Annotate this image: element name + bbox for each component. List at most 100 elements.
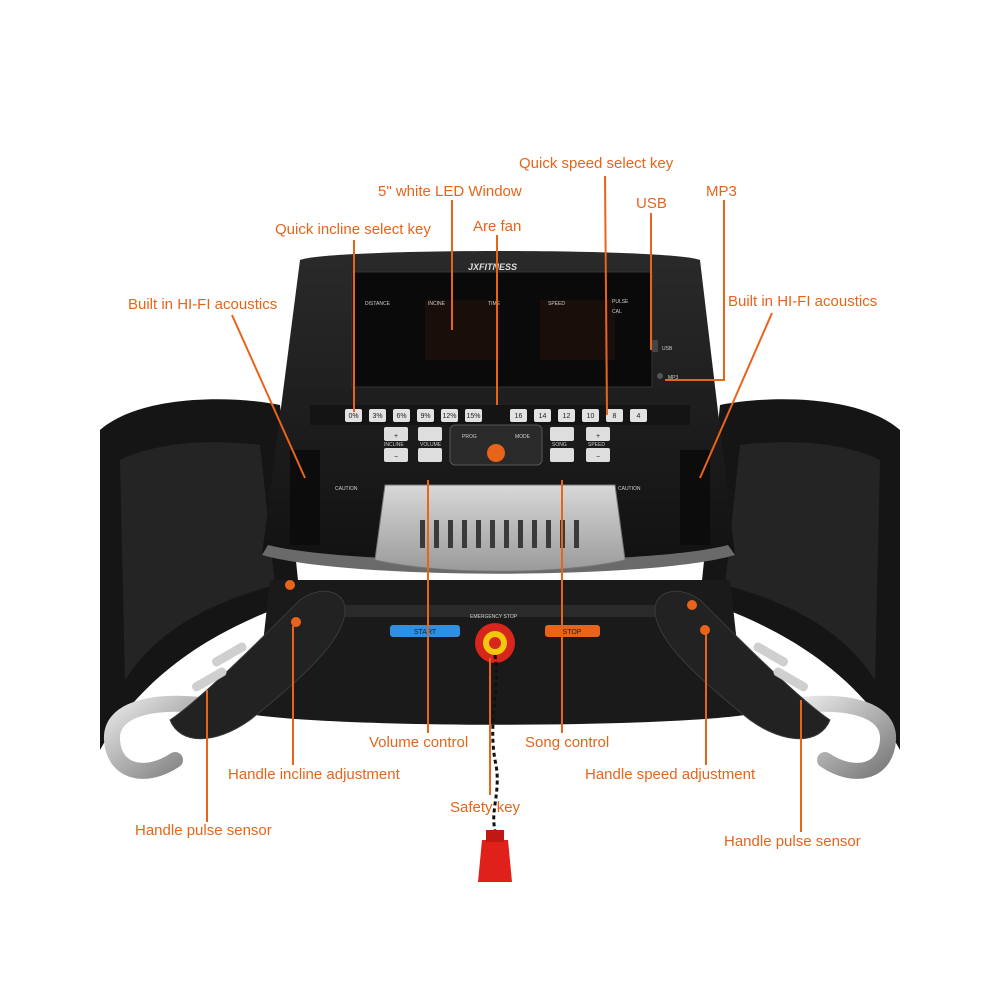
incline-key-3-label: 9% xyxy=(420,413,430,420)
incline-down-button xyxy=(384,448,408,462)
play-pause-button xyxy=(487,444,505,462)
callout-safety-key: Safety key xyxy=(450,799,521,816)
display-label-pulse: PULSE xyxy=(612,299,629,305)
callout-handle-incline: Handle incline adjustment xyxy=(228,766,400,783)
incline-key-2-label: 6% xyxy=(396,413,406,420)
display-label-incline: INCINE xyxy=(428,301,446,307)
speed-key-4[interactable] xyxy=(606,409,623,422)
right-speed-up-button xyxy=(687,600,697,610)
stop-button xyxy=(545,625,600,637)
fan-slot xyxy=(546,520,551,548)
speed-up-button xyxy=(586,427,610,441)
volume-down-button xyxy=(418,448,442,462)
incline-key-5[interactable] xyxy=(465,409,482,422)
safety-key-clip xyxy=(478,840,512,882)
right-pulse-sensor-upper xyxy=(773,667,808,692)
fan-slot xyxy=(448,520,453,548)
speed-key-4-label: 8 xyxy=(613,413,617,420)
fan-slot xyxy=(504,520,509,548)
right-handle-loop xyxy=(792,695,896,779)
song-control-group: SONG xyxy=(550,427,574,462)
speed-key-2-label: 12 xyxy=(563,413,571,420)
fan-grille xyxy=(374,484,626,572)
left-speaker-grille xyxy=(290,450,320,545)
svg-text:STOP: STOP xyxy=(563,629,582,636)
svg-text:INCLINE: INCLINE xyxy=(384,442,404,448)
left-handle-grip xyxy=(169,590,346,740)
left-pulse-sensor-upper xyxy=(192,667,227,692)
incline-key-5-label: 15% xyxy=(466,413,480,420)
incline-key-0[interactable] xyxy=(345,409,362,422)
fan-slot xyxy=(574,520,579,548)
speed-down-button xyxy=(586,448,610,462)
start-button xyxy=(390,625,460,637)
left-incline-down-button xyxy=(291,617,301,627)
speed-key-5[interactable] xyxy=(630,409,647,422)
callout-handle-speed: Handle speed adjustment xyxy=(585,766,756,783)
callout-are-fan: Are fan xyxy=(473,218,522,235)
callout-volume-control: Volume control xyxy=(369,734,469,751)
callout-hifi-left: Built in HI-FI acoustics xyxy=(128,296,278,313)
safety-key-cord xyxy=(491,654,499,831)
callout-led-window: 5" white LED Window xyxy=(378,183,522,200)
speed-key-3[interactable] xyxy=(582,409,599,422)
callout-pulse-left: Handle pulse sensor xyxy=(135,822,272,839)
speed-key-1[interactable] xyxy=(534,409,551,422)
fan-slot xyxy=(490,520,495,548)
callout-usb: USB xyxy=(636,195,667,212)
callout-song-control: Song control xyxy=(525,734,610,751)
left-incline-up-button xyxy=(285,580,295,590)
speed-key-0[interactable] xyxy=(510,409,527,422)
fan-slot xyxy=(434,520,439,548)
left-pulse-sensor-lower xyxy=(212,642,247,667)
speed-key-5-label: 4 xyxy=(637,413,641,420)
incline-key-1-label: 3% xyxy=(372,413,382,420)
svg-text:−: − xyxy=(394,454,398,461)
svg-text:USB: USB xyxy=(662,346,673,352)
fan-slot xyxy=(462,520,467,548)
svg-text:SONG: SONG xyxy=(552,442,567,448)
right-pulse-sensor-lower xyxy=(753,642,788,667)
brand-logo: JXFITNESS xyxy=(468,262,517,272)
fan-slot xyxy=(476,520,481,548)
song-next-button xyxy=(550,427,574,441)
svg-text:MODE: MODE xyxy=(515,434,531,440)
callout-leader-lines xyxy=(206,175,802,832)
svg-text:START: START xyxy=(414,629,437,636)
dot-matrix-area xyxy=(425,300,500,360)
prog-mode-group: PROG MODE xyxy=(449,424,543,466)
caution-left: CAUTION xyxy=(335,486,358,492)
caution-right: CAUTION xyxy=(618,486,641,492)
volume-control-group: VOLUME xyxy=(418,427,442,462)
speed-key-2[interactable] xyxy=(558,409,575,422)
incline-key-0-label: 0% xyxy=(348,413,358,420)
callout-quick-incline: Quick incline select key xyxy=(275,221,431,238)
callout-mp3: MP3 xyxy=(706,183,737,200)
incline-key-2[interactable] xyxy=(393,409,410,422)
svg-text:−: − xyxy=(596,454,600,461)
svg-text:VOLUME: VOLUME xyxy=(420,442,442,448)
callout-hifi-right: Built in HI-FI acoustics xyxy=(728,293,878,310)
svg-text:SPEED: SPEED xyxy=(588,442,605,448)
speed-key-3-label: 10 xyxy=(587,413,595,420)
incline-key-3[interactable] xyxy=(417,409,434,422)
display-label-time: TIME xyxy=(488,301,501,307)
display-label-distance: DISTANCE xyxy=(365,301,391,307)
svg-text:PROG: PROG xyxy=(462,434,477,440)
right-handle-grip xyxy=(654,590,831,740)
usb-port xyxy=(652,340,658,352)
speed-control-group: + − SPEED xyxy=(586,427,610,462)
incline-key-4[interactable] xyxy=(441,409,458,422)
incline-up-button xyxy=(384,427,408,441)
callout-quick-speed: Quick speed select key xyxy=(519,155,674,172)
fan-slot xyxy=(420,520,425,548)
mp3-port xyxy=(657,373,663,379)
display-label-speed: SPEED xyxy=(548,301,565,307)
incline-key-4-label: 12% xyxy=(442,413,456,420)
left-handle-loop xyxy=(104,695,208,779)
incline-key-1[interactable] xyxy=(369,409,386,422)
svg-text:MP3: MP3 xyxy=(668,375,679,381)
incline-control-group: + − INCLINE xyxy=(384,427,408,462)
fan-slot xyxy=(518,520,523,548)
